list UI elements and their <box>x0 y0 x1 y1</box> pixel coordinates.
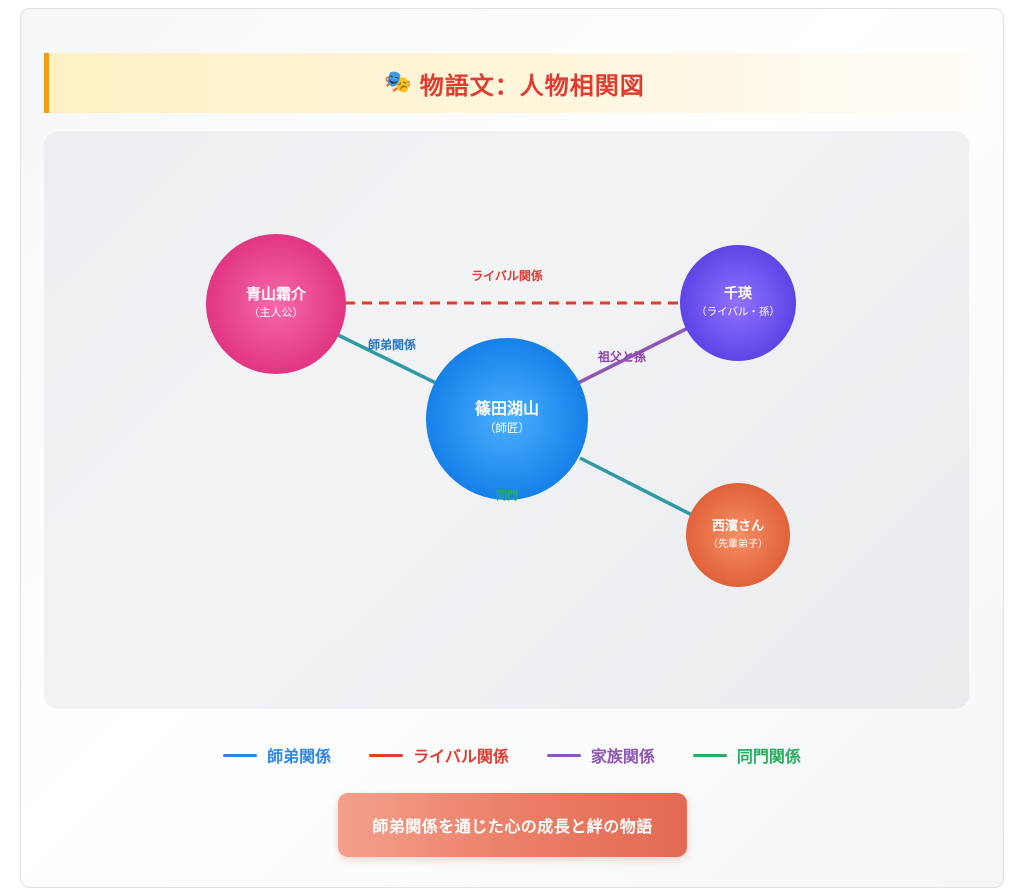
edge-label-family: 祖父と孫 <box>597 349 646 364</box>
legend-item-same-school: 同門関係 <box>692 743 801 767</box>
legend-item-family: 家族関係 <box>546 743 655 767</box>
edge-family <box>577 326 689 385</box>
summary-text: 師弟関係を通じた心の成長と絆の物語 <box>372 817 653 836</box>
edge-same <box>579 456 693 517</box>
legend-swatch <box>223 753 258 757</box>
edge-mentor <box>335 332 439 386</box>
legend-label: 家族関係 <box>590 747 655 766</box>
edge-label-rival: ライバル関係 <box>471 268 543 283</box>
node-shinoda-name: 篠田湖山 <box>475 399 539 418</box>
legend-swatch <box>546 753 581 757</box>
title-bar: 🎭 物語文：人物相関図 <box>44 53 980 113</box>
node-chiaki-name: 千瑛 <box>724 285 753 302</box>
node-aoyama: 青山霜介 （主人公） <box>206 234 346 374</box>
node-nishihama: 西濱さん （先輩弟子） <box>686 483 790 587</box>
node-shinoda-role: （師匠） <box>484 421 530 435</box>
legend-label: ライバル関係 <box>413 747 509 766</box>
node-nishihama-role: （先輩弟子） <box>708 537 768 550</box>
node-aoyama-name: 青山霜介 <box>246 285 307 303</box>
theater-masks-icon: 🎭 <box>384 70 412 95</box>
node-chiaki: 千瑛 （ライバル・孫） <box>680 245 796 361</box>
legend-label: 師弟関係 <box>267 747 332 766</box>
legend-item-mentor: 師弟関係 <box>223 743 331 767</box>
legend-item-rival: ライバル関係 <box>369 743 509 767</box>
legend: 師弟関係 ライバル関係 家族関係 同門関係 <box>0 740 1024 770</box>
legend-swatch <box>692 753 727 757</box>
node-aoyama-role: （主人公） <box>249 306 304 319</box>
edge-label-same: 同門 <box>496 489 518 502</box>
node-shinoda: 篠田湖山 （師匠） <box>426 338 588 500</box>
node-nishihama-name: 西濱さん <box>712 518 764 534</box>
page-title: 物語文：人物相関図 <box>419 71 645 100</box>
edge-label-mentor: 師弟関係 <box>368 337 416 352</box>
legend-swatch <box>369 753 404 757</box>
node-chiaki-role: （ライバル・孫） <box>696 306 780 318</box>
legend-label: 同門関係 <box>736 747 801 766</box>
summary-banner: 師弟関係を通じた心の成長と絆の物語 <box>338 793 687 857</box>
